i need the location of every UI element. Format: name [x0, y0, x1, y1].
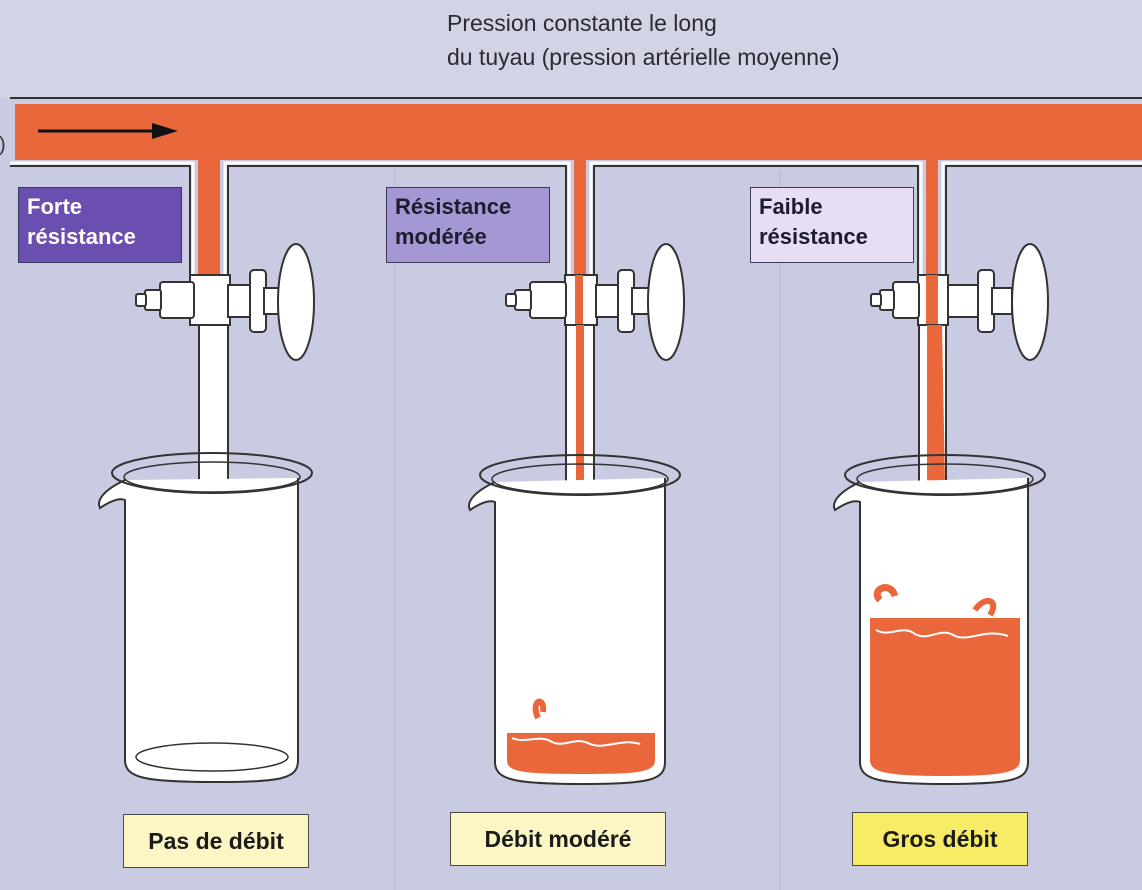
main-pipe-inner [15, 104, 1142, 275]
resistance-label-low: Faible résistance [750, 187, 914, 263]
header-title-line-1: Pression constante le long [447, 10, 717, 36]
beaker-moderate [468, 454, 681, 786]
flow-arrow-icon [38, 123, 178, 139]
resistance-label-high-line-2: résistance [27, 224, 136, 249]
valve-high-icon [135, 243, 315, 361]
station-low [833, 243, 1049, 786]
main-pipe-wall [10, 165, 1142, 282]
flow-label-none: Pas de débit [123, 814, 309, 868]
resistance-label-moderate-line-1: Résistance [395, 194, 512, 219]
main-pipe-wall-white [10, 161, 1142, 282]
flow-label-moderate: Débit modéré [450, 812, 666, 866]
main-pipe [10, 97, 1142, 282]
station-moderate [468, 243, 685, 786]
resistance-label-high-line-1: Forte [27, 194, 82, 219]
valve-moderate-icon [505, 243, 685, 361]
liquid-low [870, 618, 1020, 776]
header-band [0, 0, 1142, 98]
flow-label-high: Gros débit [852, 812, 1028, 866]
resistance-label-low-line-2: résistance [759, 224, 868, 249]
valve-low-icon [870, 243, 1049, 361]
beaker-high [98, 452, 313, 784]
resistance-label-moderate-line-2: modérée [395, 224, 487, 249]
station-high [98, 243, 315, 784]
resistance-label-high: Forte résistance [18, 187, 182, 263]
beaker-low [833, 454, 1046, 786]
edge-fragment: ) [0, 134, 6, 157]
resistance-label-moderate: Résistance modérée [386, 187, 550, 263]
resistance-label-low-line-1: Faible [759, 194, 823, 219]
header-title-line-2: du tuyau (pression artérielle moyenne) [447, 44, 840, 70]
